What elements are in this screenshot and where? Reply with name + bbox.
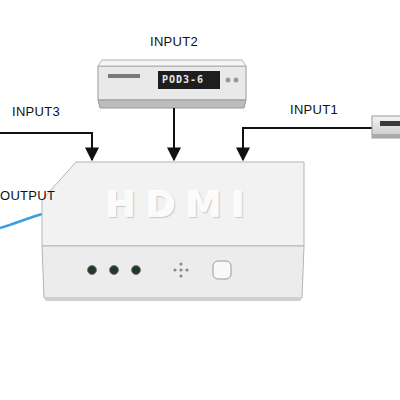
source-device — [372, 116, 400, 138]
ir-sensor — [173, 262, 188, 277]
port-label: OUTPUT — [0, 188, 55, 203]
switch-top — [42, 162, 304, 246]
dvd-player-box: POD3-6 — [96, 60, 248, 108]
display-readout: POD3-6 — [162, 74, 204, 85]
display-panel — [158, 71, 220, 89]
select-button — [213, 261, 231, 279]
port-label: INPUT3 — [12, 104, 60, 119]
disc-slot — [108, 74, 140, 78]
output-cable — [0, 214, 42, 228]
input-wire — [243, 128, 372, 160]
port-label: INPUT2 — [150, 34, 198, 49]
input-wire — [0, 133, 92, 160]
player-button — [234, 78, 239, 83]
switch-front — [42, 246, 304, 298]
node-outline — [42, 160, 306, 300]
status-led — [88, 266, 97, 275]
switch-base — [44, 298, 302, 301]
embossed-logo: HDMI — [106, 184, 255, 225]
status-led — [132, 266, 141, 275]
port-label: INPUT1 — [290, 102, 338, 117]
status-led — [110, 266, 119, 275]
signal-connector — [173, 108, 175, 160]
player-top — [98, 60, 246, 66]
hdmi-switch-box: HDMI — [42, 160, 306, 300]
player-base — [98, 100, 246, 108]
player-button — [226, 78, 231, 83]
player-body — [98, 66, 246, 100]
